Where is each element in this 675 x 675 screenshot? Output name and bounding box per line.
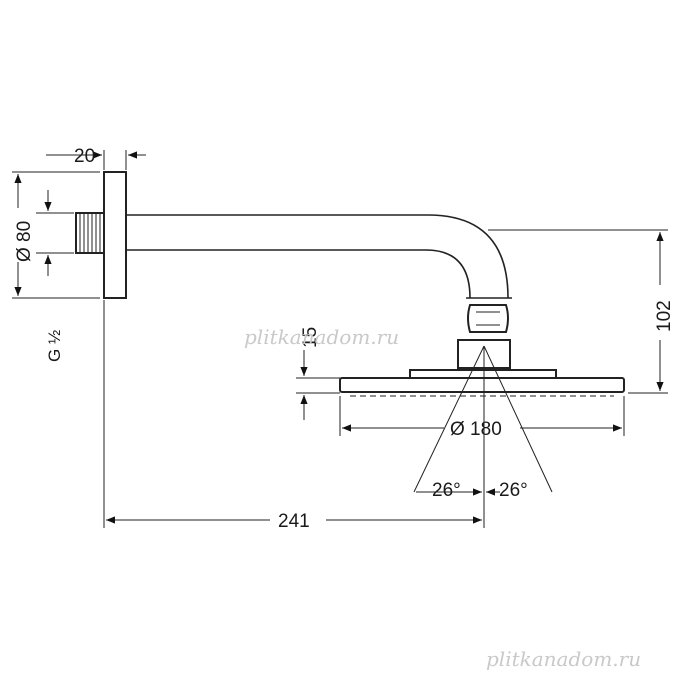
watermark-corner: plitkanadom.ru — [486, 647, 641, 671]
dim-reach — [103, 300, 482, 528]
label-total-height: 102 — [654, 300, 675, 332]
dim-total-height — [488, 229, 668, 394]
wall-flange — [103, 171, 127, 299]
label-angle-left: 26° — [432, 480, 461, 501]
label-nut-height: 15 — [300, 327, 321, 348]
shower-arm — [126, 214, 512, 299]
dim-flange-thickness — [46, 150, 146, 170]
label-head-diameter: Ø 180 — [450, 419, 502, 440]
label-flange-diameter: Ø 80 — [14, 221, 35, 262]
ball-joint — [457, 304, 511, 369]
label-reach: 241 — [278, 511, 310, 532]
label-angle-right: 26° — [499, 480, 528, 501]
dim-head-diameter — [339, 396, 625, 436]
label-thread: G ½ — [45, 330, 64, 362]
dim-nut-height — [296, 350, 340, 420]
thread-stub — [75, 212, 105, 254]
shower-head — [339, 369, 625, 397]
label-flange-thickness: 20 — [74, 146, 95, 167]
dim-flange-diameter — [12, 171, 100, 299]
dim-thread — [36, 190, 74, 276]
watermark-center: plitkanadom.ru — [244, 325, 399, 349]
spray-angle-lines — [413, 345, 553, 528]
